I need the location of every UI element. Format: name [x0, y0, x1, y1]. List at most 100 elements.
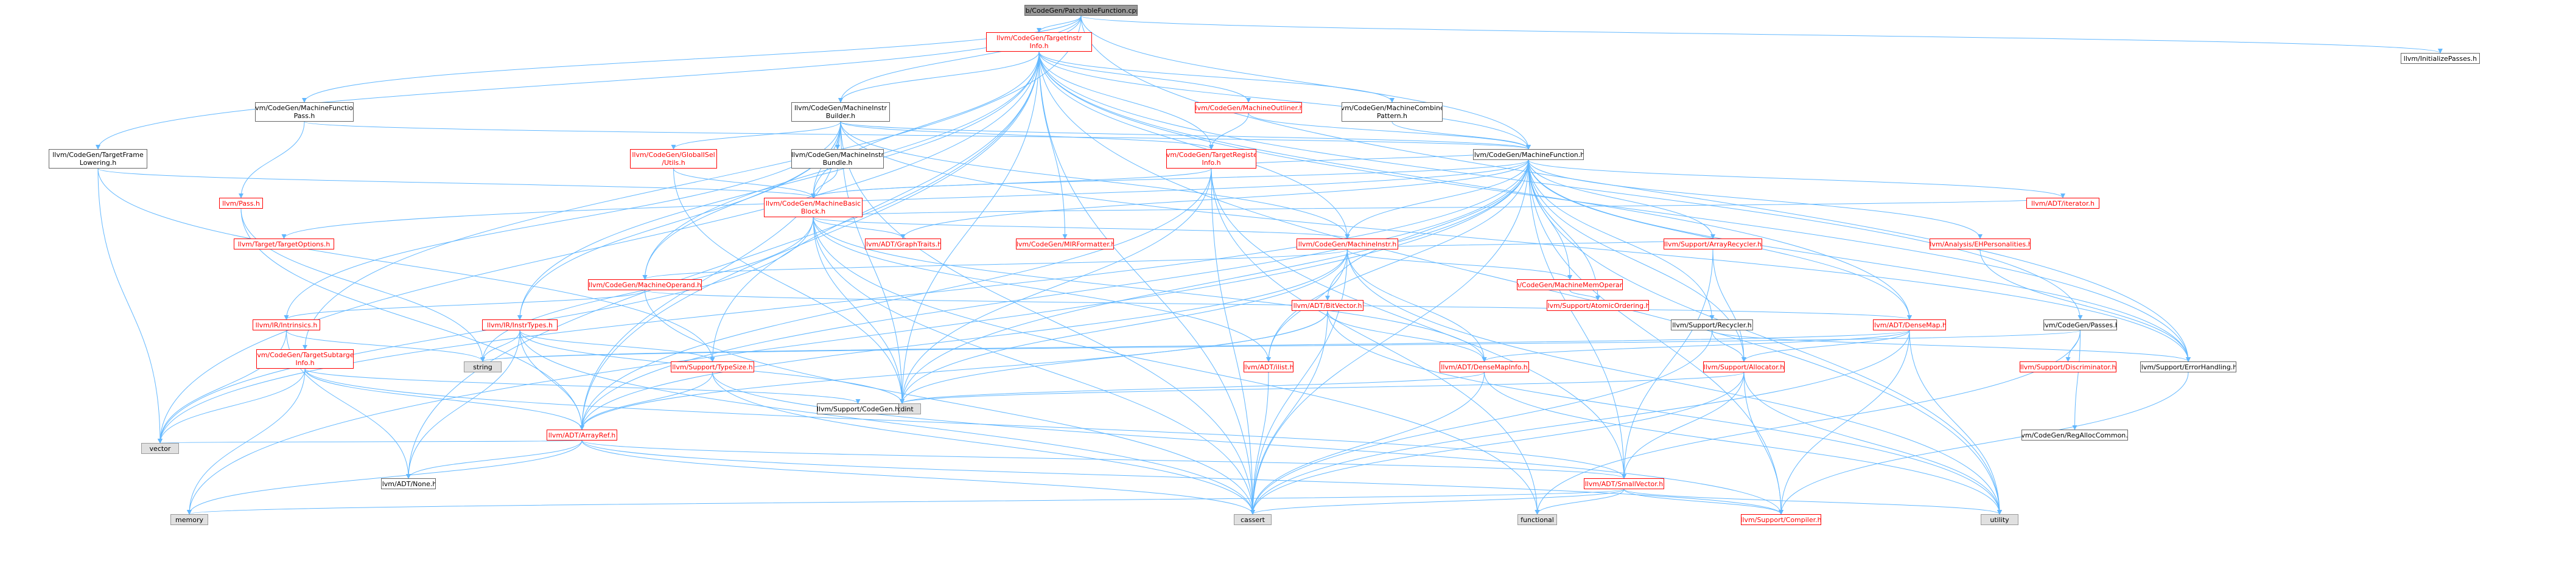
node-combiner[interactable]: llvm/CodeGen/MachineCombiner Pattern.h — [1342, 102, 1443, 122]
node-outliner[interactable]: llvm/CodeGen/MachineOutliner.h — [1195, 102, 1302, 113]
node-tri[interactable]: llvm/CodeGen/TargetRegister Info.h — [1166, 149, 1256, 169]
node-arrayrecycler[interactable]: llvm/Support/ArrayRecycler.h — [1664, 239, 1762, 249]
node-mo[interactable]: llvm/CodeGen/MachineOperand.h — [588, 279, 702, 290]
edge-mi-to-utility — [1347, 249, 2002, 515]
edge-mbb-to-cassert — [813, 217, 1255, 515]
node-mi[interactable]: llvm/CodeGen/MachineInstr.h — [1297, 239, 1398, 249]
edge-tii-to-outliner — [1038, 51, 1251, 103]
edge-mbb-to-cstdint — [813, 217, 905, 404]
node-dmi[interactable]: llvm/ADT/DenseMapInfo.h — [1440, 361, 1529, 372]
edge-smallvector-to-utility — [1623, 489, 2002, 515]
edge-arrayref-to-memory — [187, 440, 583, 515]
edge-mfpass-to-mf — [304, 121, 1531, 150]
node-cgpasses[interactable]: llvm/CodeGen/Passes.h — [2043, 319, 2117, 330]
node-codegen[interactable]: llvm/Support/CodeGen.h — [817, 403, 899, 414]
edge-mf-to-ehpers — [1528, 159, 1983, 239]
node-targetopts[interactable]: llvm/Target/TargetOptions.h — [234, 239, 334, 249]
edge-mi-to-cstdint — [900, 249, 1348, 404]
edge-mf-to-bitvector — [1325, 159, 1529, 301]
edge-mo-to-densemap — [645, 290, 1912, 320]
node-mibundle[interactable]: llvm/CodeGen/MachineInstr Bundle.h — [791, 149, 884, 169]
edge-tii-to-mf — [1038, 51, 1531, 150]
node-ilist[interactable]: llvm/ADT/ilist.h — [1244, 361, 1293, 372]
node-atomic[interactable]: llvm/Support/AtomicOrdering.h — [1547, 300, 1649, 311]
node-iterator[interactable]: llvm/ADT/iterator.h — [2026, 198, 2099, 209]
edge-mib-to-tri — [840, 121, 1214, 150]
edge-dmi-to-cstdint — [900, 372, 1485, 404]
edge-outliner-to-tri — [1209, 113, 1249, 150]
node-tsi[interactable]: llvm/CodeGen/TargetSubtarget Info.h — [256, 349, 354, 369]
edge-mf-to-compiler — [1528, 159, 1783, 515]
edge-bitvector-to-dmi — [1327, 310, 1487, 362]
edge-mf-to-arrayrecycler — [1528, 159, 1715, 239]
edge-root-to-mf — [1080, 15, 1531, 150]
node-regalloc[interactable]: llvm/CodeGen/RegAllocCommon.h — [2021, 430, 2128, 441]
edge-dmi-to-cassert — [1250, 372, 1485, 515]
edge-densemap-to-dmi — [1482, 330, 1910, 362]
node-utility: utility — [1981, 514, 2018, 525]
edge-tri-to-cassert — [1211, 168, 1255, 515]
node-graphtraits[interactable]: llvm/ADT/GraphTraits.h — [865, 239, 941, 249]
edge-intrinsics-to-string — [286, 330, 485, 362]
edge-outliner-to-mf — [1248, 113, 1531, 150]
edge-arrayref-to-vector — [159, 438, 583, 444]
node-mirformatter[interactable]: llvm/CodeGen/MIRFormatter.h — [1016, 239, 1114, 249]
edge-mf-to-ilist — [1266, 159, 1529, 362]
node-discriminator[interactable]: llvm/Support/Discriminator.h — [2020, 361, 2116, 372]
node-arrayref[interactable]: llvm/ADT/ArrayRef.h — [547, 430, 617, 441]
node-recycler[interactable]: llvm/Support/Recycler.h — [1671, 319, 1753, 330]
node-tii[interactable]: llvm/CodeGen/TargetInstr Info.h — [986, 32, 1092, 52]
node-typesize[interactable]: llvm/Support/TypeSize.h — [671, 361, 754, 372]
node-mbb[interactable]: llvm/CodeGen/MachineBasic Block.h — [764, 198, 863, 217]
edge-mf-to-arrayref — [579, 159, 1529, 430]
edge-arrayref-to-compiler — [581, 440, 1783, 515]
node-mf[interactable]: llvm/CodeGen/MachineFunction.h — [1473, 149, 1584, 160]
edge-ehpers-to-errorhandling — [1979, 249, 2191, 362]
edge-smallvector-to-compiler — [1623, 489, 1783, 515]
node-compiler[interactable]: llvm/Support/Compiler.h — [1741, 514, 1821, 525]
node-densemap[interactable]: llvm/ADT/DenseMap.h — [1873, 319, 1946, 330]
edge-tri-to-cstdint — [900, 168, 1212, 404]
node-tfl[interactable]: llvm/CodeGen/TargetFrame Lowering.h — [49, 149, 147, 169]
node-pass[interactable]: llvm/Pass.h — [219, 198, 263, 209]
node-bitvector[interactable]: llvm/ADT/BitVector.h — [1292, 300, 1363, 311]
edge-root-to-errorhandling — [1080, 15, 2191, 362]
node-gisel[interactable]: llvm/CodeGen/GlobalISel /Utils.h — [630, 149, 717, 169]
edge-smallvector-to-functional — [1535, 489, 1625, 515]
node-none[interactable]: llvm/ADT/None.h — [381, 478, 436, 489]
node-mib[interactable]: llvm/CodeGen/MachineInstr Builder.h — [791, 102, 890, 122]
node-mfpass[interactable]: llvm/CodeGen/MachineFunction Pass.h — [255, 102, 354, 122]
node-allocator[interactable]: llvm/Support/Allocator.h — [1703, 361, 1785, 372]
edge-mf-to-allocator — [1528, 159, 1746, 362]
edge-smallvector-to-memory — [187, 489, 1625, 515]
edge-tri-to-arrayref — [579, 168, 1212, 430]
node-mmo[interactable]: llvm/CodeGen/MachineMemOperand.h — [1517, 279, 1623, 290]
node-initpasses[interactable]: llvm/InitializePasses.h — [2401, 53, 2480, 64]
edge-allocator-to-utility — [1743, 372, 2002, 515]
edge-tii-to-none — [406, 51, 1040, 479]
node-instrtypes[interactable]: llvm/IR/InstrTypes.h — [482, 319, 558, 330]
edge-arrayref-to-cassert — [581, 440, 1255, 515]
node-intrinsics[interactable]: llvm/IR/Intrinsics.h — [253, 319, 320, 330]
edge-mbb-to-graphtraits — [813, 217, 906, 239]
edge-mf-to-cassert — [1250, 159, 1529, 515]
edge-arrayrecycler-to-allocator — [1712, 249, 1746, 362]
edge-tsi-to-arrayref — [304, 368, 584, 430]
edge-allocator-to-cassert — [1250, 372, 1745, 515]
edge-pass-to-string — [240, 208, 485, 362]
edge-dmi-to-utility — [1484, 372, 2002, 515]
edge-mf-to-memory — [187, 159, 1529, 515]
edge-mfpass-to-pass — [239, 121, 305, 198]
edge-allocator-to-cstdint — [900, 372, 1745, 404]
node-errorhandling[interactable]: llvm/Support/ErrorHandling.h — [2140, 361, 2236, 372]
node-ehpers[interactable]: llvm/Analysis/EHPersonalities.h — [1930, 239, 2031, 249]
edge-mf-to-mbb — [811, 159, 1529, 198]
edge-mf-to-iterator — [1528, 159, 2065, 198]
edge-root-to-mib — [838, 15, 1082, 103]
edge-instrtypes-to-none — [406, 330, 520, 479]
edge-root-to-tii — [1037, 15, 1082, 33]
edge-instrtypes-to-typesize — [519, 330, 715, 362]
edge-ilist-to-cassert — [1250, 372, 1269, 515]
edge-recycler-to-cassert — [1250, 330, 1712, 515]
node-smallvector[interactable]: llvm/ADT/SmallVector.h — [1584, 478, 1664, 489]
